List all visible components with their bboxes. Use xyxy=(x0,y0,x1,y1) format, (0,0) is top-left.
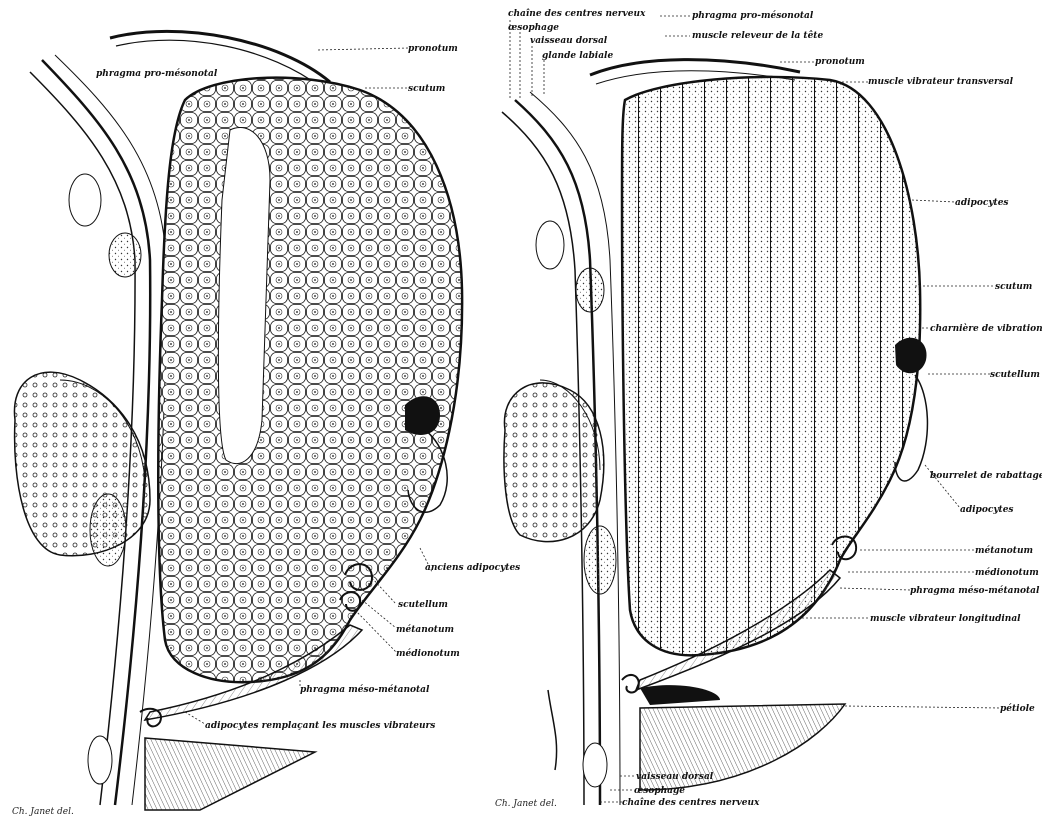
signature-right: Ch. Janet del. xyxy=(495,799,557,809)
label-scutellum-left: scutellum xyxy=(398,600,448,610)
label-metanotum-left: métanotum xyxy=(396,624,454,635)
label-phragma-meso-metanotal-right: phragma méso-métanotal xyxy=(910,585,1040,596)
label-adipocytes-upper: adipocytes xyxy=(955,198,1009,208)
label-chaine-bottom: chaîne des centres nerveux xyxy=(622,797,760,808)
label-anciens-left: anciens adipocytes xyxy=(425,563,520,573)
label-scutum-left: scutum xyxy=(408,84,445,94)
label-muscle-vibrateur-transversal: muscle vibrateur transversal xyxy=(868,77,1014,87)
label-metanotum-right: métanotum xyxy=(975,545,1033,556)
label-petiole: pétiole xyxy=(1000,703,1035,714)
label-muscle-vibrateur-longitudinal: muscle vibrateur longitudinal xyxy=(870,614,1021,624)
right-figure xyxy=(502,60,927,805)
label-glande-labiale: glande labiale xyxy=(542,51,613,61)
label-phragma-meso-metanotal-left: phragma méso-métanotal xyxy=(300,684,430,695)
label-medionotum-right: médionotum xyxy=(975,567,1039,578)
label-vaisseau-dorsal-top: vaisseau dorsal xyxy=(530,36,608,46)
label-pronotum-right: pronotum xyxy=(815,57,865,67)
label-vaisseau-dorsal-bottom: vaisseau dorsal xyxy=(636,772,714,782)
label-bourrelet: bourrelet de rabattage xyxy=(930,471,1042,481)
label-chaine-top: chaîne des centres nerveux xyxy=(508,8,646,19)
label-muscle-releveur: muscle releveur de la tête xyxy=(692,30,823,41)
label-oesophage-bottom: œsophage xyxy=(634,786,685,796)
signature-left: Ch. Janet del. xyxy=(12,807,74,817)
label-oesophage-top: œsophage xyxy=(508,23,559,33)
label-medionotum-left: médionotum xyxy=(396,648,460,659)
label-adipocytes-lower: adipocytes xyxy=(960,505,1014,515)
label-phragma-pro-mesonotal-left: phragma pro-mésonotal xyxy=(96,68,218,79)
label-pronotum-left: pronotum xyxy=(408,44,458,54)
label-scutellum-right: scutellum xyxy=(990,370,1040,380)
label-scutum-right: scutum xyxy=(995,282,1032,292)
label-adipocytes-remplacant: adipocytes remplaçant les muscles vibrat… xyxy=(205,721,435,731)
label-phragma-pro-mesonotal-right: phragma pro-mésonotal xyxy=(692,10,814,21)
label-charniere-vibration: charnière de vibration xyxy=(930,323,1042,334)
